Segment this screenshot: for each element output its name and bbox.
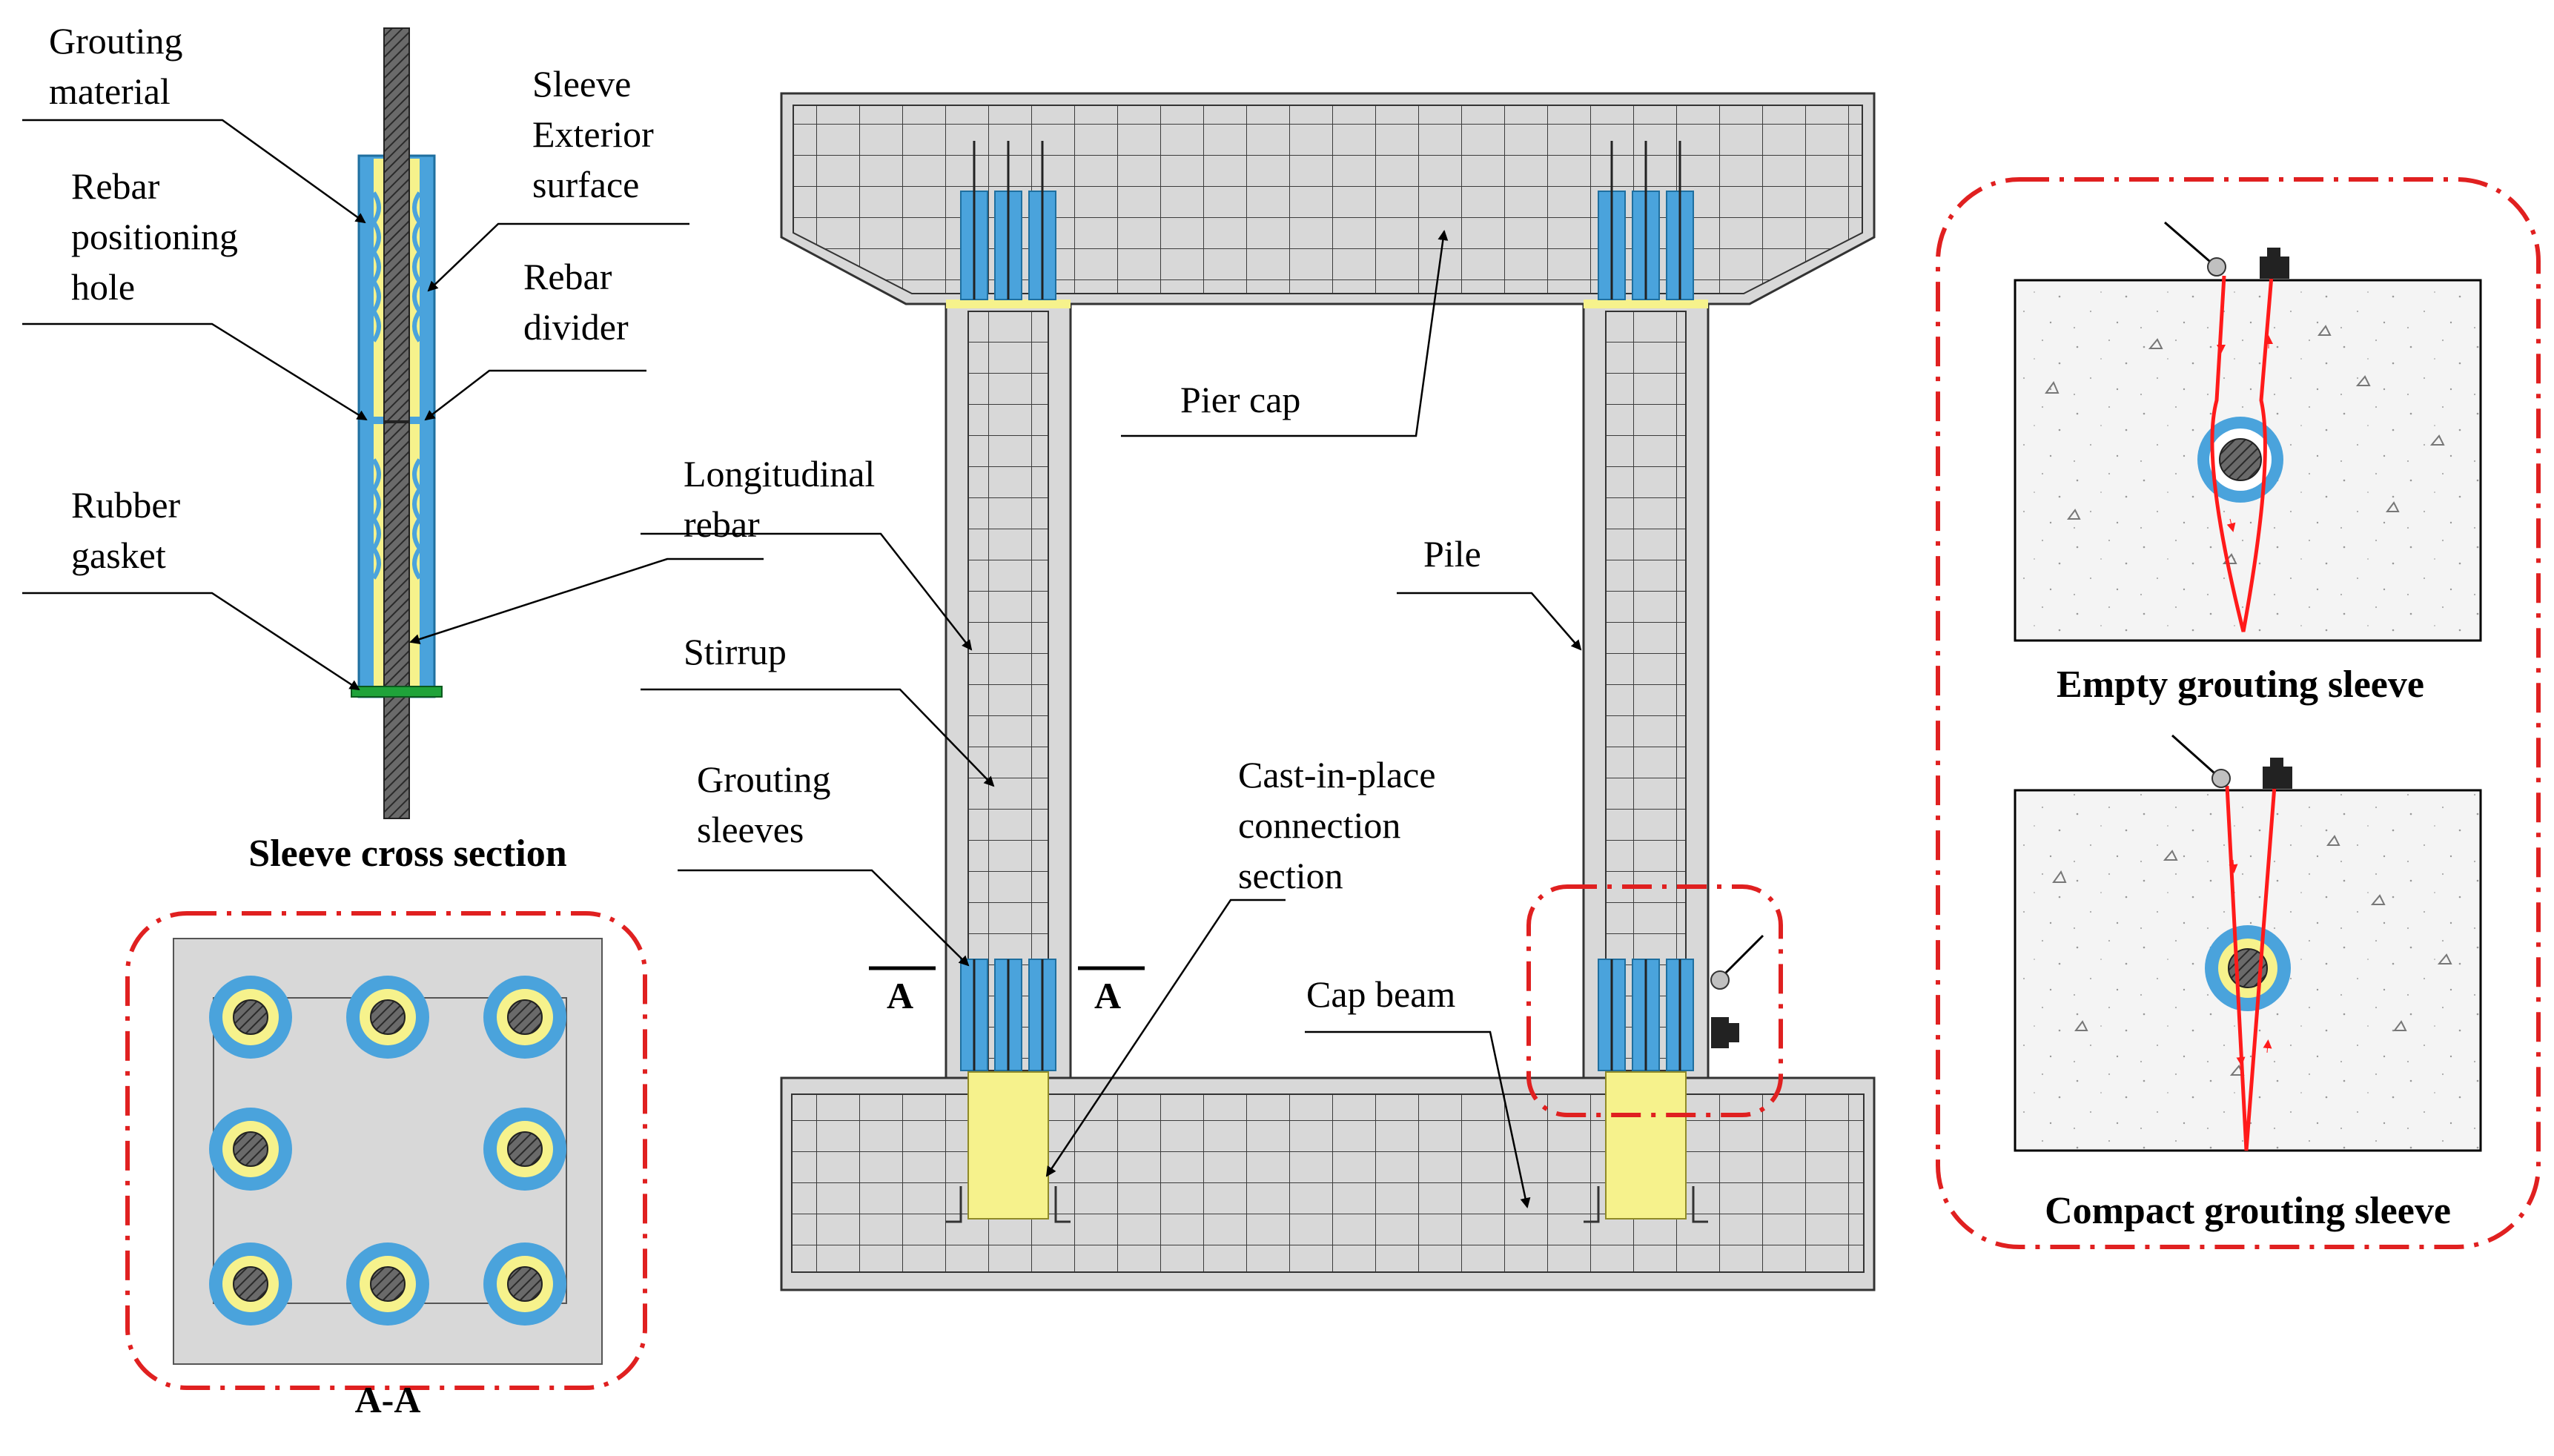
- pier-cap: [780, 92, 1876, 305]
- grouting-sleeves-bottom: [960, 959, 1694, 1071]
- label-pier-cap: Pier cap: [1180, 379, 1300, 420]
- sensor-callout: [1526, 884, 1783, 1117]
- caption-compact-sleeve: Compact grouting sleeve: [2045, 1190, 2451, 1232]
- grouting-sleeves-top: [960, 141, 1694, 300]
- label-pile: Pile: [1423, 533, 1481, 575]
- label-cast-in-place: Cast-in-place connection section: [1238, 754, 1445, 896]
- label-rubber-gasket: Rubber gasket: [71, 484, 190, 576]
- compact-sleeve-specimen: [2014, 734, 2482, 1152]
- receiver-probe-icon: [2263, 767, 2292, 789]
- sensor-transducer-icon: [2207, 257, 2226, 277]
- sleeve-cross-section-figure: [351, 27, 443, 819]
- receiver-probe-icon: [2260, 257, 2289, 279]
- receiver-probe-icon: [1711, 1017, 1729, 1048]
- label-rebar-divider: Rebar divider: [523, 256, 629, 348]
- caption-empty-sleeve: Empty grouting sleeve: [2057, 664, 2424, 706]
- section-mark-left: A: [887, 975, 913, 1016]
- label-rebar-positioning-hole: Rebar positioning hole: [71, 165, 248, 308]
- sensor-transducer-icon: [2211, 769, 2231, 788]
- cast-in-place-sections: [946, 1071, 1708, 1223]
- caption-sleeve-cross-section: Sleeve cross section: [248, 833, 566, 875]
- section-mark-right: A: [1094, 975, 1121, 1016]
- ultrasonic-detail-figure: Empty grouting sleeve Compact grouting s…: [1936, 177, 2541, 1249]
- label-sleeve-exterior: Sleeve Exterior surface: [532, 63, 663, 205]
- sensor-transducer-icon: [1710, 970, 1730, 990]
- label-stirrup: Stirrup: [684, 631, 787, 672]
- empty-sleeve-specimen: [2014, 221, 2482, 642]
- pile-right: [1582, 300, 1710, 1079]
- section-aa-figure: [125, 911, 647, 1390]
- label-cap-beam: Cap beam: [1306, 973, 1455, 1015]
- cap-beam: [780, 1076, 1876, 1291]
- pile-left: [944, 300, 1072, 1079]
- sleeve-leader-lines: [22, 119, 764, 691]
- label-grouting-material: Grouting material: [49, 20, 192, 112]
- caption-section-aa: A-A: [355, 1379, 421, 1420]
- label-longitudinal-rebar: Longitudinal rebar: [684, 453, 884, 545]
- label-grouting-sleeves: Grouting sleeves: [697, 758, 840, 850]
- frame-leader-lines: [641, 230, 1582, 1208]
